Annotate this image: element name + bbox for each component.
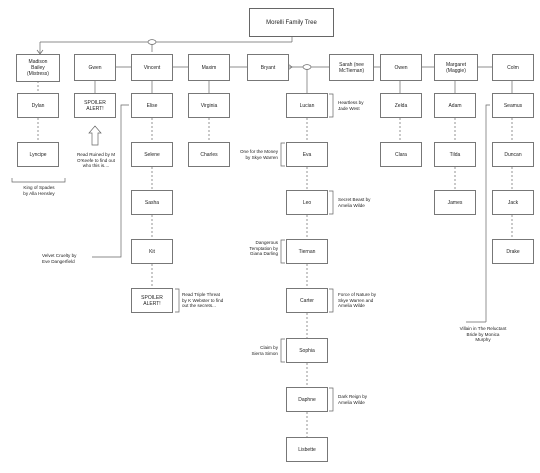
- family-tree-title: Morelli Family Tree: [249, 8, 334, 37]
- note-secret-beast: Secret Beast by Amelia Wilde: [338, 197, 371, 208]
- person-dylan: Dylan: [17, 93, 59, 118]
- person-kit: Kit: [131, 239, 173, 264]
- note-one-for-the-money: One for the Money by Skye Warren: [239, 149, 278, 160]
- note-heartless: Heartless by Jade West: [338, 100, 364, 111]
- person-vincent: Vincent: [131, 54, 173, 81]
- person-colm: Colm: [492, 54, 534, 81]
- person-sophia: Sophia: [286, 338, 328, 363]
- person-zelda: Zelda: [380, 93, 422, 118]
- person-lisbette: Lisbette: [286, 437, 328, 462]
- person-duncan: Duncan: [492, 142, 534, 167]
- note-read-ruined: Read Ruined by M O'Keefe to find out who…: [76, 152, 116, 169]
- note-force-of-nature: Force of Nature by Skye Warren and Ameli…: [338, 292, 377, 309]
- person-gwen: Gwen: [74, 54, 116, 81]
- person-madison-bailey: Madison Bailey (Mistress): [16, 54, 60, 82]
- person-spoiler-alert-1: SPOILER ALERT!: [74, 93, 116, 118]
- person-tiernan: Tiernan: [286, 239, 328, 264]
- note-claim: Claim by Sierra Simon: [251, 345, 278, 356]
- person-drake: Drake: [492, 239, 534, 264]
- person-spoiler-alert-2: SPOILER ALERT!: [131, 288, 173, 313]
- person-elise: Elise: [131, 93, 173, 118]
- person-jack: Jack: [492, 190, 534, 215]
- note-villain: Villain in The Reluctant Bride by Monica…: [459, 326, 507, 343]
- person-carter: Carter: [286, 288, 328, 313]
- person-charles: Charles: [188, 142, 230, 167]
- person-maxim: Maxim: [188, 54, 230, 81]
- person-clara: Clara: [380, 142, 422, 167]
- person-adam: Adam: [434, 93, 476, 118]
- person-virginia: Virginia: [188, 93, 230, 118]
- person-owen: Owen: [380, 54, 422, 81]
- person-sarah: Sarah (nee McTiernan): [329, 54, 374, 81]
- note-velvet-cruelty: Velvet Cruelty by Eve Dangerfield: [42, 253, 77, 264]
- note-dangerous-temptation: Dangerous Temptation by Giana Darling: [249, 240, 278, 257]
- person-leo: Leo: [286, 190, 328, 215]
- person-lucian: Lucian: [286, 93, 328, 118]
- note-king-of-spades: King of Spades by Alla Hensley: [23, 185, 55, 196]
- person-eva: Eva: [286, 142, 328, 167]
- note-dark-reign: Dark Reign by Amelia Wilde: [338, 394, 368, 405]
- person-daphne: Daphne: [286, 387, 328, 412]
- person-tilda: Tilda: [434, 142, 476, 167]
- person-selene: Selene: [131, 142, 173, 167]
- person-seamus: Seamus: [492, 93, 534, 118]
- person-margaret: Margaret (Maggie): [434, 54, 478, 81]
- person-sasha: Sasha: [131, 190, 173, 215]
- note-read-triple-threat: Read Triple Threat by K Webster to find …: [182, 292, 224, 309]
- person-bryant: Bryant: [247, 54, 289, 81]
- person-lyncipe: Lyncipe: [17, 142, 59, 167]
- person-james: James: [434, 190, 476, 215]
